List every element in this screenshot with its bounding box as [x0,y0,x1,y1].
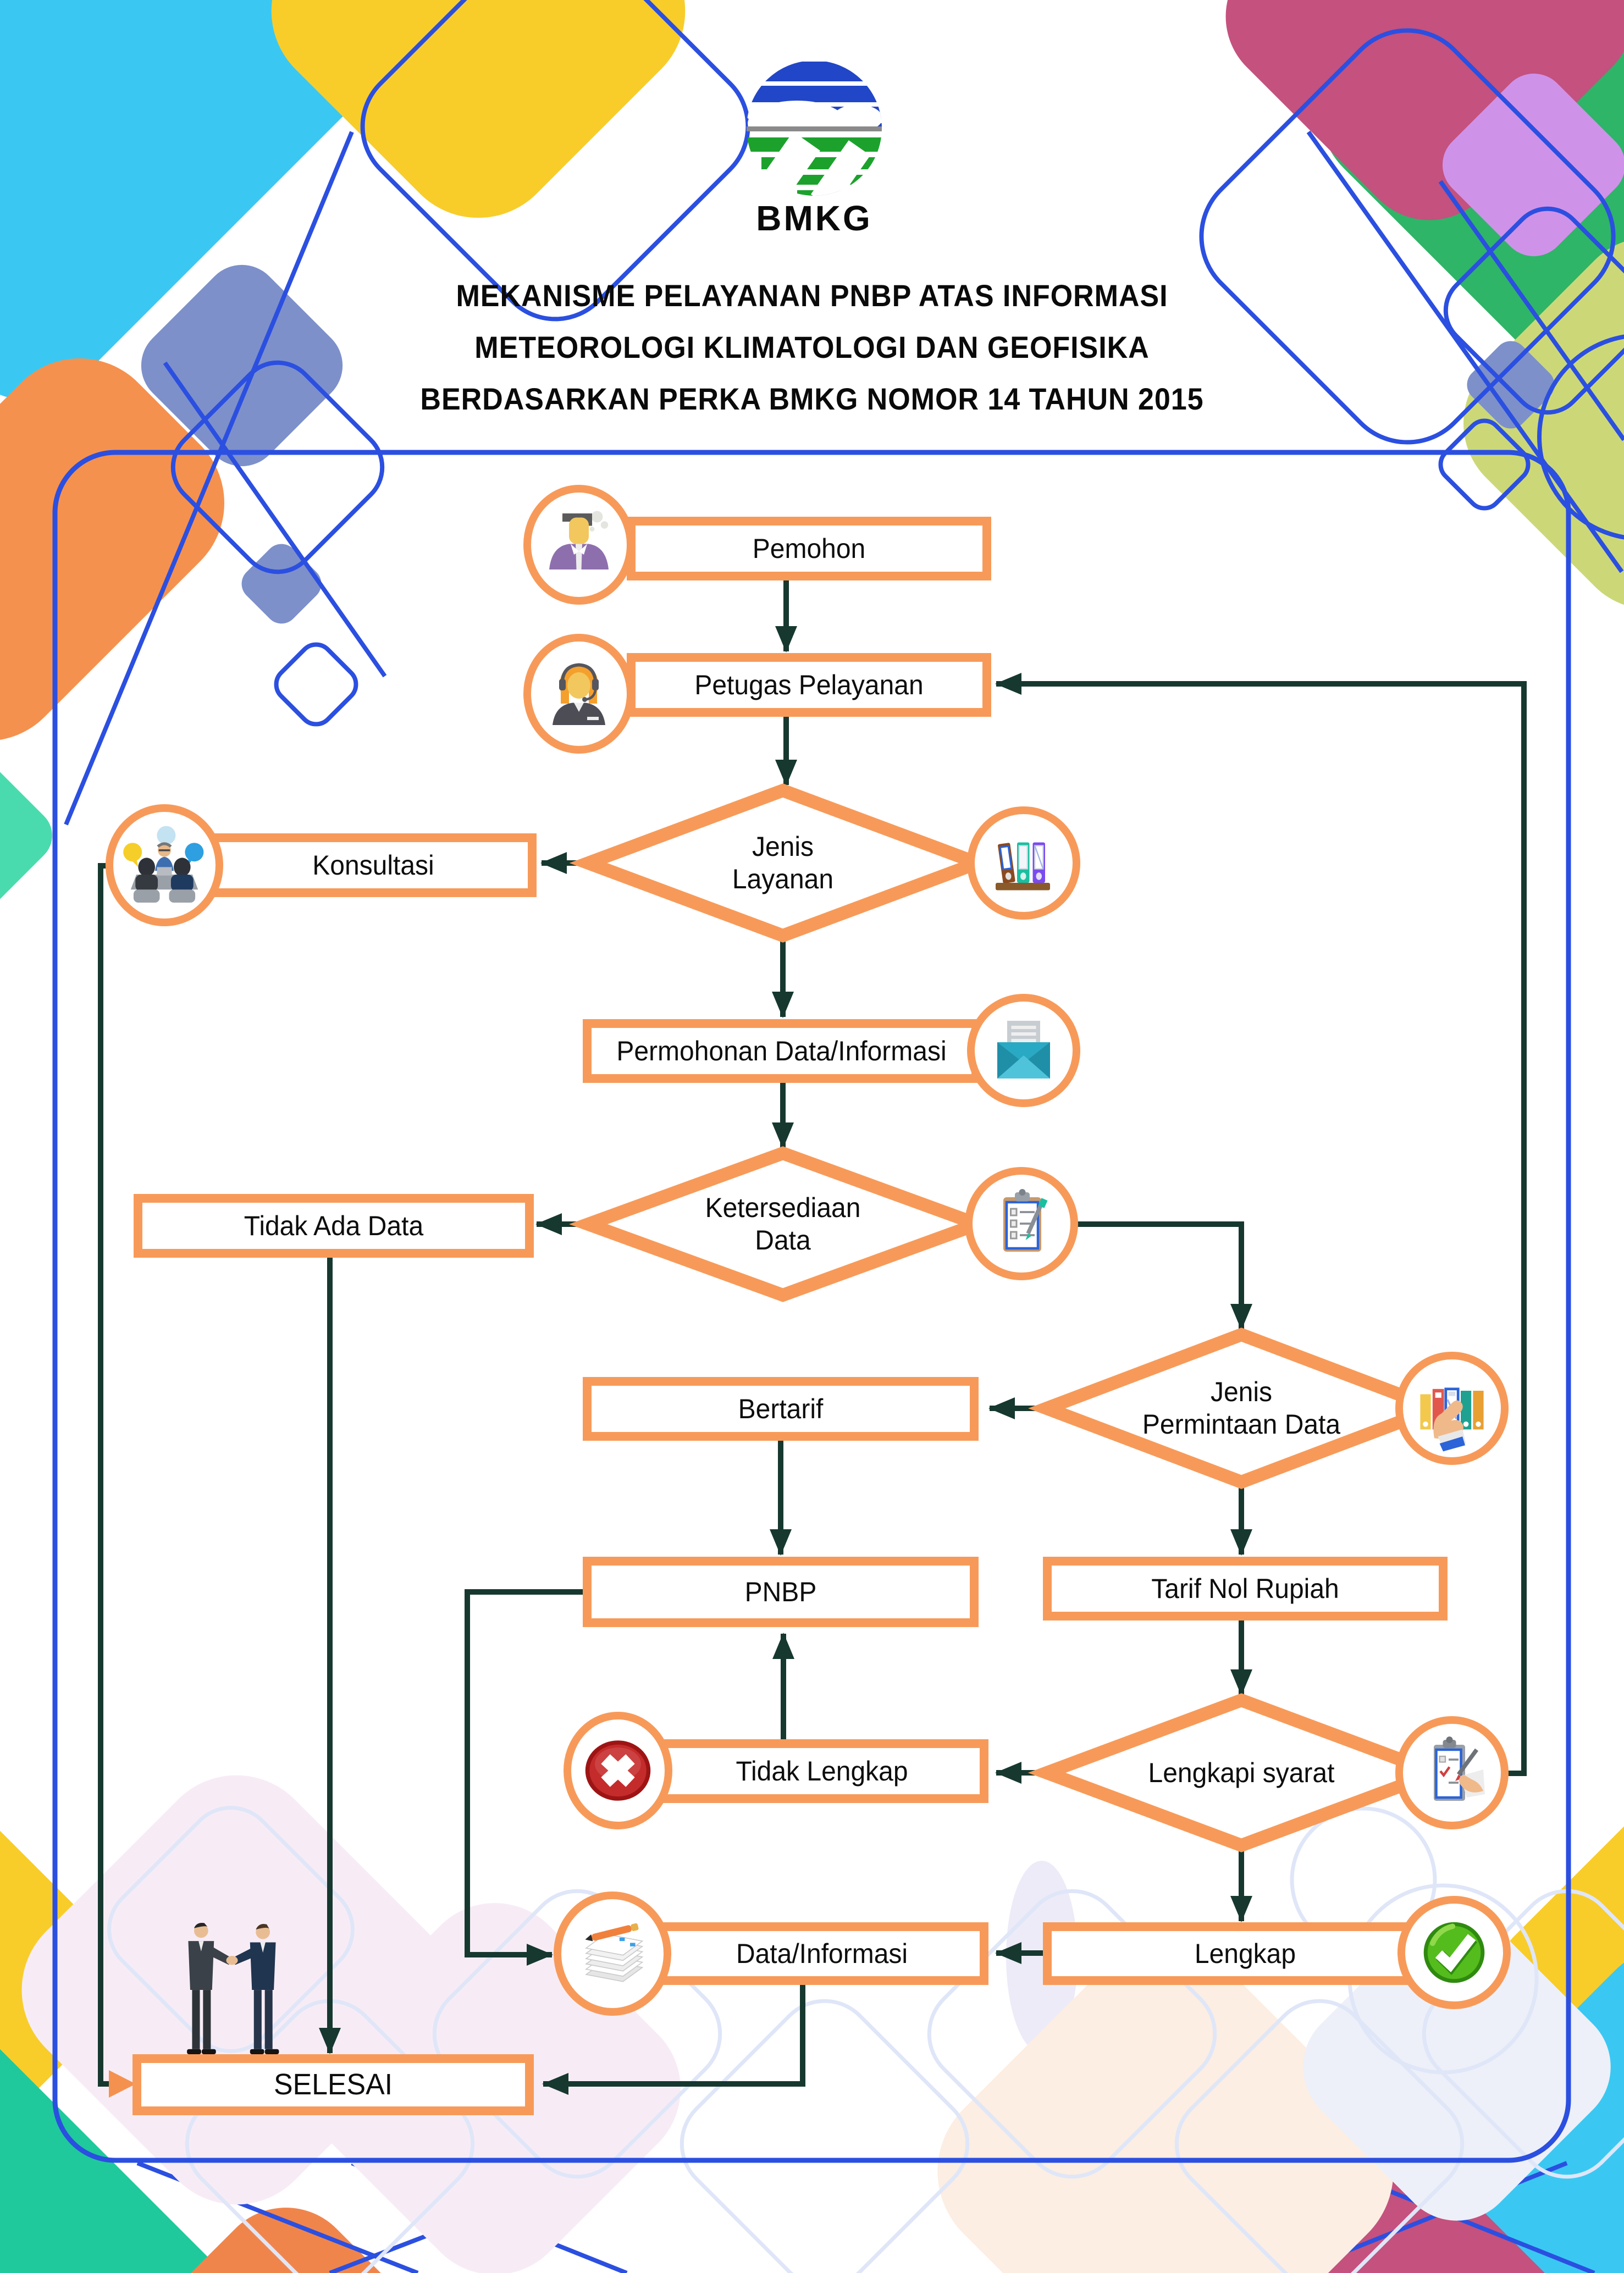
bmkg-logo-text: BMKG [756,198,872,238]
node-label-konsultasi: Konsultasi [312,849,434,881]
archive-binders-icon [996,842,1050,891]
tidak-lengkap-box [655,1739,988,1803]
decoration-soft-blobs [21,1775,1624,2273]
node-label-jenis-layanan: Jenis Layanan [732,831,834,894]
decoration-top-right [1199,0,1624,609]
node-label-bertarif: Bertarif [738,1393,824,1424]
jenis-permintaan-data-diamond [1028,1328,1455,1489]
selesai-box [132,2054,534,2115]
node-label-tarif-nol-rupiah: Tarif Nol Rupiah [1151,1573,1339,1604]
bertarif-box [583,1377,979,1441]
flowchart-panel-border [52,450,1571,2163]
node-label-selesai: SELESAI [273,2067,393,2101]
node-label-ketersediaan-data: Ketersediaan Data [705,1192,861,1256]
node-label-pnbp: PNBP [744,1576,817,1607]
node-label-pemohon: Pemohon [752,533,866,564]
node-label-lengkap: Lengkap [1194,1938,1296,1969]
node-label-permohonan-data: Permohonan Data/Informasi [616,1035,947,1066]
applicant-icon [549,511,609,569]
lengkapi-syarat-diamond [1028,1693,1455,1852]
poster-title-line-2: METEOROLOGI KLIMATOLOGI DAN GEOFISIKA [474,330,1150,364]
handshake-illustration [187,1922,279,2055]
clipboard-checklist-icon [1003,1189,1048,1252]
red-cross-icon [585,1740,651,1801]
documents-stack-icon [585,1923,644,1982]
petugas-pelayanan-box [627,653,991,717]
pemohon-box [627,517,991,580]
node-label-jenis-permintaan-data: Jenis Permintaan Data [1142,1376,1341,1440]
node-label-petugas-pelayanan: Petugas Pelayanan [694,669,924,700]
customer-service-officer-icon [553,663,605,725]
selesai-orange-arrowhead [109,2070,136,2098]
hand-picking-binders-icon [1420,1387,1484,1452]
jenis-layanan-diamond [569,783,997,943]
decoration-top-left [0,0,750,910]
bmkg-logo [747,62,882,196]
poster-title-line-3: BERDASARKAN PERKA BMKG NOMOR 14 TAHUN 20… [420,381,1204,416]
lengkap-box [1043,1922,1448,1985]
consultation-meeting-icon [123,826,204,903]
node-label-data-informasi: Data/Informasi [736,1938,908,1969]
poster-title-line-1: MEKANISME PELAYANAN PNBP ATAS INFORMASI [456,278,1168,313]
tarif-nol-rupiah-box [1043,1557,1448,1621]
pnbp-box [583,1557,979,1627]
form-filling-hand-icon [1434,1736,1485,1801]
green-check-icon [1423,1922,1485,1983]
data-informasi-box [655,1922,988,1985]
open-mail-icon [997,1021,1050,1079]
tidak-ada-data-box [134,1194,534,1258]
node-label-lengkapi-syarat: Lengkapi syarat [1148,1757,1335,1788]
node-label-tidak-ada-data: Tidak Ada Data [244,1210,424,1241]
flow-connectors [98,576,1527,2095]
ketersediaan-data-diamond [568,1146,997,1302]
node-label-tidak-lengkap: Tidak Lengkap [736,1755,908,1787]
